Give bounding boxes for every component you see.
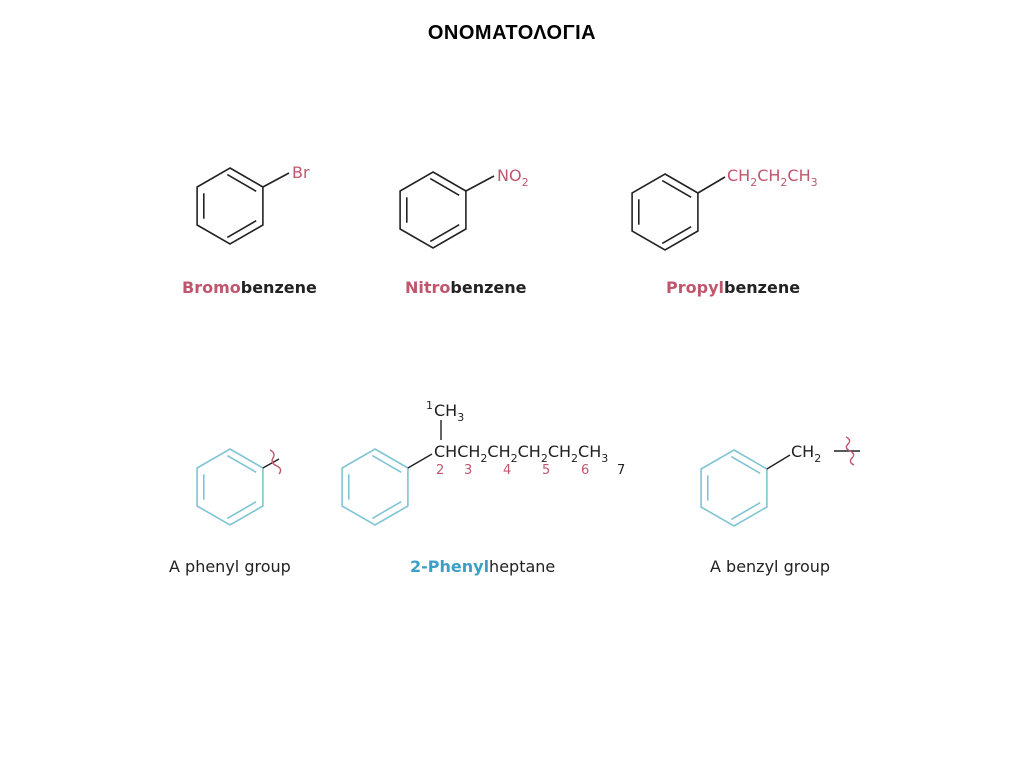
name-suffix: benzene <box>241 278 317 297</box>
substituent-bond <box>766 454 791 470</box>
phenylheptane-structure: 1 CH3 CHCH2CH2CH2CH2CH3 2 3 4 5 6 7 <box>341 399 625 526</box>
locant-2: 2 <box>436 463 444 478</box>
substituent-bond <box>465 175 495 192</box>
locant-7: 7 <box>617 463 625 478</box>
name-prefix: Nitro <box>405 278 450 297</box>
benzene-ring <box>700 449 768 527</box>
nitro-subscript: 2 <box>522 176 529 189</box>
substituent-bond <box>697 176 726 194</box>
benzene-ring <box>341 448 409 526</box>
name-prefix: Propyl <box>666 278 724 297</box>
substituent-bond <box>262 172 290 188</box>
benzyl-group-structure: CH2 <box>700 436 860 527</box>
benzene-ring <box>196 167 264 245</box>
nitro-label: NO2 <box>497 166 529 189</box>
wavy-bond-mark-icon <box>845 436 855 466</box>
wavy-bond-mark-icon <box>269 449 282 475</box>
methylene-label: CH2 <box>791 442 821 465</box>
attachment-bond <box>262 458 280 469</box>
name-suffix: benzene <box>724 278 800 297</box>
phenylheptane-name: 2-Phenylheptane <box>410 557 555 576</box>
ring-to-chain-bond <box>407 453 433 469</box>
locant-6: 6 <box>581 463 589 478</box>
bromobenzene-name: Bromobenzene <box>182 278 317 297</box>
phenyl-group-structure <box>196 448 282 526</box>
phenyl-group-name: A phenyl group <box>169 557 291 576</box>
name-suffix: benzene <box>450 278 526 297</box>
propylbenzene-structure: CH2CH2CH3 <box>631 166 818 251</box>
heptane-chain-label: CHCH2CH2CH2CH2CH3 <box>434 442 608 465</box>
name-prefix: 2-Phenyl <box>410 557 489 576</box>
locant-4: 4 <box>503 463 511 478</box>
nitrobenzene-name: Nitrobenzene <box>405 278 527 297</box>
propylbenzene-name: Propylbenzene <box>666 278 800 297</box>
slide-title: ΟΝΟΜΑΤΟΛΟΓΙΑ <box>427 22 597 44</box>
bromobenzene-structure: Br <box>196 163 310 245</box>
name-suffix: heptane <box>489 557 555 576</box>
name-prefix: Bromo <box>182 278 241 297</box>
benzene-ring <box>399 171 467 249</box>
benzene-ring <box>196 448 264 526</box>
locant-5: 5 <box>542 463 550 478</box>
bromine-label: Br <box>292 163 310 182</box>
methyl-label: CH3 <box>434 401 464 424</box>
propyl-chain-label: CH2CH2CH3 <box>727 166 818 189</box>
chain-locants: 2 3 4 5 6 7 <box>436 463 625 478</box>
locant-3: 3 <box>464 463 472 478</box>
nitro-main: NO <box>497 166 522 185</box>
nitrobenzene-structure: NO2 <box>399 166 529 249</box>
benzene-ring <box>631 173 699 251</box>
benzyl-group-name: A benzyl group <box>710 557 830 576</box>
locant-1: 1 <box>426 399 433 412</box>
